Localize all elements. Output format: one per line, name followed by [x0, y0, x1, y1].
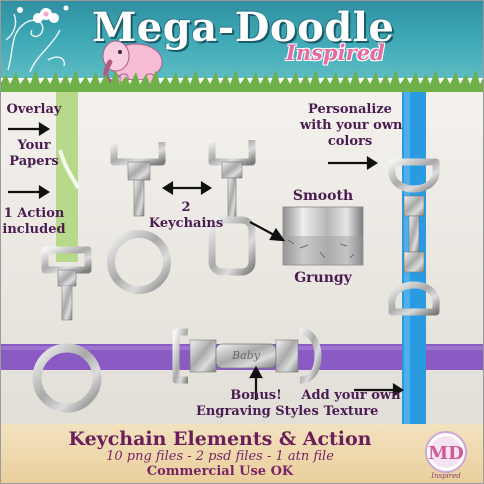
footer-banner	[0, 424, 484, 484]
label-texture: Texture	[323, 404, 379, 419]
footer-license: Commercial Use OK	[146, 464, 294, 479]
label-included: included	[2, 222, 66, 237]
arrow-right-icon	[8, 122, 51, 136]
callout-arrows	[8, 122, 405, 400]
engraving-text: Baby	[232, 349, 260, 362]
arrow-right-icon	[8, 185, 51, 199]
keychain-ring	[107, 142, 171, 294]
label-your: Your	[17, 138, 51, 153]
flower-icon	[17, 5, 69, 23]
logo-caption: Inspired	[430, 472, 461, 480]
keychain-connector	[172, 328, 322, 384]
arrow-left-right-icon	[161, 181, 213, 195]
label-action: 1 Action	[3, 206, 65, 221]
label-smooth: Smooth	[292, 188, 354, 204]
keychain-right	[388, 158, 440, 316]
footer-file-list: 10 png files - 2 psd files - 1 atn file	[106, 449, 334, 464]
footer-title: Keychain Elements & Action	[68, 428, 372, 450]
label-colors: colors	[327, 134, 373, 149]
green-ribbon	[56, 92, 78, 262]
logo-text: MD	[428, 443, 464, 464]
label-with-your-own: with your own	[300, 118, 403, 133]
label-personalize: Personalize	[308, 102, 392, 117]
arrow-down-right-icon	[249, 221, 286, 242]
metal-band-sample	[282, 206, 364, 266]
label-add-your-own: Add your own	[301, 388, 401, 403]
arrow-right-icon	[354, 383, 405, 397]
page-subtitle: Inspired	[286, 40, 385, 65]
arrow-right-icon	[328, 156, 379, 170]
label-papers: Papers	[9, 154, 59, 169]
label-bonus: Bonus!	[230, 388, 282, 403]
md-logo: MD Inspired	[425, 431, 467, 480]
label-engraving-styles: Engraving Styles	[196, 404, 319, 419]
header-banner	[0, 0, 484, 78]
label-keychains: Keychains	[148, 216, 224, 231]
arrow-up-icon	[249, 365, 263, 400]
label-grungy: Grungy	[294, 270, 352, 286]
label-two: 2	[181, 200, 191, 215]
keychain-left-large	[32, 246, 102, 413]
page-title: Mega-Doodle	[92, 4, 395, 51]
label-overlay: Overlay	[6, 102, 62, 117]
keychain-d-ring	[208, 140, 256, 276]
